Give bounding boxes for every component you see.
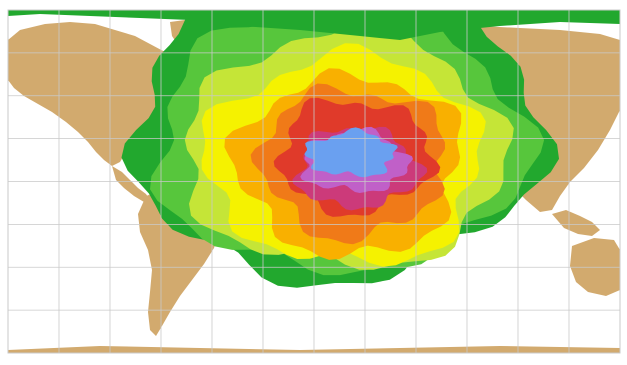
landmass-southeast-asia [552, 210, 600, 236]
map-frame [7, 9, 621, 354]
landmass-north-america [8, 22, 190, 166]
landmass-japan [594, 96, 610, 126]
contour-level-10 [304, 127, 398, 178]
contour-field [8, 10, 620, 288]
landmass-central-america [112, 166, 150, 202]
lat-lon-grid [8, 10, 620, 353]
